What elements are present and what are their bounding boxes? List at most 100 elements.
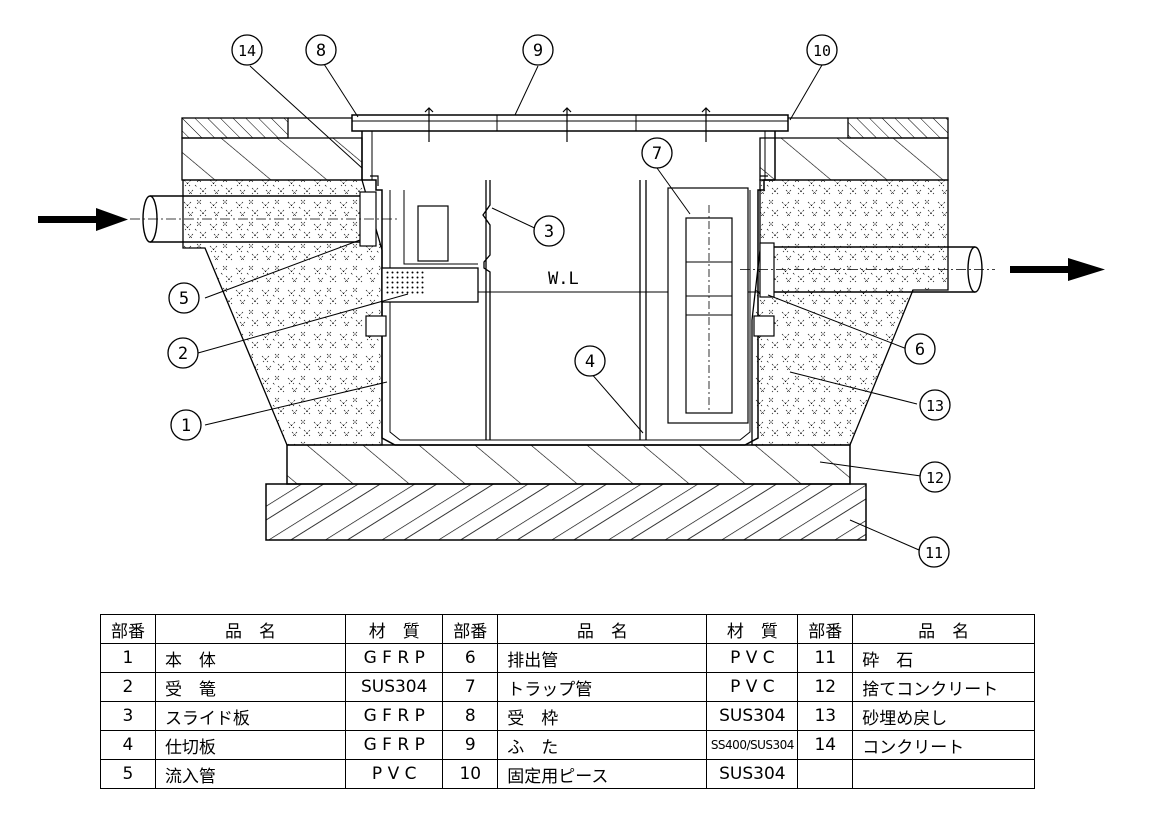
part-name: 捨てコンクリート	[852, 672, 1035, 702]
part-name: 砂埋め戻し	[852, 701, 1035, 731]
part-no: 8	[442, 701, 499, 731]
header-material: 材 質	[706, 614, 799, 644]
callout-4: 4	[574, 345, 606, 377]
water-level-label: W.L	[548, 269, 579, 289]
material: G F R P	[345, 643, 444, 673]
part-name: 仕切板	[154, 730, 347, 760]
pavement-left	[181, 117, 289, 139]
table-row: 5 流入管 P V C 10 固定用ピース SUS304	[100, 759, 1035, 789]
outlet-pipe	[740, 242, 995, 298]
part-name: 受 枠	[497, 701, 708, 731]
callout-14: 14	[231, 34, 263, 66]
header-part-no: 部番	[442, 614, 499, 644]
material: P V C	[345, 759, 444, 789]
svg-text:10: 10	[813, 42, 831, 60]
material: SUS304	[706, 759, 799, 789]
svg-text:1: 1	[181, 416, 191, 436]
material: P V C	[706, 672, 799, 702]
strainer-basket	[381, 190, 479, 303]
part-no: 4	[100, 730, 156, 760]
table-row: 2 受 篭 SUS304 7 トラップ管 P V C 12 捨てコンクリート	[100, 672, 1035, 702]
table-row: 1 本 体 G F R P 6 排出管 P V C 11 砕 石	[100, 643, 1035, 673]
part-no: 7	[442, 672, 499, 702]
sand-backfill-left	[182, 179, 383, 446]
part-no	[797, 759, 854, 789]
material: G F R P	[345, 701, 444, 731]
table-row: 3 スライド板 G F R P 8 受 枠 SUS304 13 砂埋め戻し	[100, 701, 1035, 731]
svg-text:8: 8	[316, 41, 326, 61]
part-no: 1	[100, 643, 156, 673]
inlet-pipe	[130, 191, 400, 247]
callout-1: 1	[170, 409, 202, 441]
table-row: 4 仕切板 G F R P 9 ふ た SS400/SUS304 14 コンクリ…	[100, 730, 1035, 760]
trap-pipe	[667, 187, 749, 424]
svg-text:7: 7	[652, 144, 662, 164]
svg-text:11: 11	[925, 544, 943, 562]
svg-text:12: 12	[926, 469, 944, 487]
part-no: 9	[442, 730, 499, 760]
svg-text:6: 6	[915, 340, 925, 360]
header-part-no: 部番	[797, 614, 854, 644]
gravel-base	[265, 483, 867, 541]
part-name: 固定用ピース	[497, 759, 708, 789]
cover-frame	[351, 107, 789, 180]
callout-10: 10	[806, 34, 838, 66]
cross-section-drawing: W.L	[38, 34, 1105, 568]
callout-5: 5	[168, 282, 200, 314]
part-name: 本 体	[154, 643, 347, 673]
part-no: 12	[797, 672, 854, 702]
svg-text:4: 4	[585, 352, 595, 372]
leader-lines	[197, 63, 922, 551]
part-no: 14	[797, 730, 854, 760]
header-part-name: 品 名	[154, 614, 347, 644]
callout-7: 7	[641, 137, 673, 169]
part-no: 10	[442, 759, 499, 789]
material: SUS304	[345, 672, 444, 702]
callout-12: 12	[919, 461, 951, 493]
part-name: 流入管	[154, 759, 347, 789]
material: P V C	[706, 643, 799, 673]
callout-3: 3	[533, 215, 565, 247]
inflow-arrow	[38, 208, 128, 231]
svg-text:3: 3	[544, 222, 554, 242]
table-header-row: 部番 品 名 材 質 部番 品 名 材 質 部番 品 名	[100, 614, 1035, 644]
header-part-no: 部番	[100, 614, 156, 644]
callout-8: 8	[305, 34, 337, 66]
svg-text:9: 9	[533, 41, 543, 61]
parts-table: 部番 品 名 材 質 部番 品 名 材 質 部番 品 名 1 本 体 G F R…	[100, 614, 1035, 789]
slide-plate	[482, 180, 491, 440]
callout-2: 2	[167, 337, 199, 369]
callout-11: 11	[918, 536, 950, 568]
material: SS400/SUS304	[706, 730, 799, 760]
header-part-name: 品 名	[852, 614, 1035, 644]
outflow-arrow	[1010, 258, 1105, 281]
part-no: 11	[797, 643, 854, 673]
svg-text:14: 14	[238, 42, 256, 60]
pavement-right	[847, 117, 949, 139]
partition-plate	[639, 180, 647, 440]
part-name: 排出管	[497, 643, 708, 673]
material: SUS304	[706, 701, 799, 731]
material: G F R P	[345, 730, 444, 760]
header-part-name: 品 名	[497, 614, 708, 644]
svg-text:5: 5	[179, 289, 189, 309]
part-name: 受 篭	[154, 672, 347, 702]
header-material: 材 質	[345, 614, 444, 644]
part-name: スライド板	[154, 701, 347, 731]
leveling-concrete	[286, 444, 851, 485]
part-name	[852, 759, 1035, 789]
part-name: トラップ管	[497, 672, 708, 702]
part-name: ふ た	[497, 730, 708, 760]
part-name: 砕 石	[852, 643, 1035, 673]
part-name: コンクリート	[852, 730, 1035, 760]
part-no: 13	[797, 701, 854, 731]
svg-text:13: 13	[926, 397, 944, 415]
concrete-surround	[181, 137, 949, 181]
part-no: 3	[100, 701, 156, 731]
callout-6: 6	[904, 333, 936, 365]
part-no: 2	[100, 672, 156, 702]
part-no: 6	[442, 643, 499, 673]
sand-backfill-right	[751, 179, 949, 446]
tank-body	[362, 175, 775, 446]
svg-text:2: 2	[178, 344, 188, 364]
